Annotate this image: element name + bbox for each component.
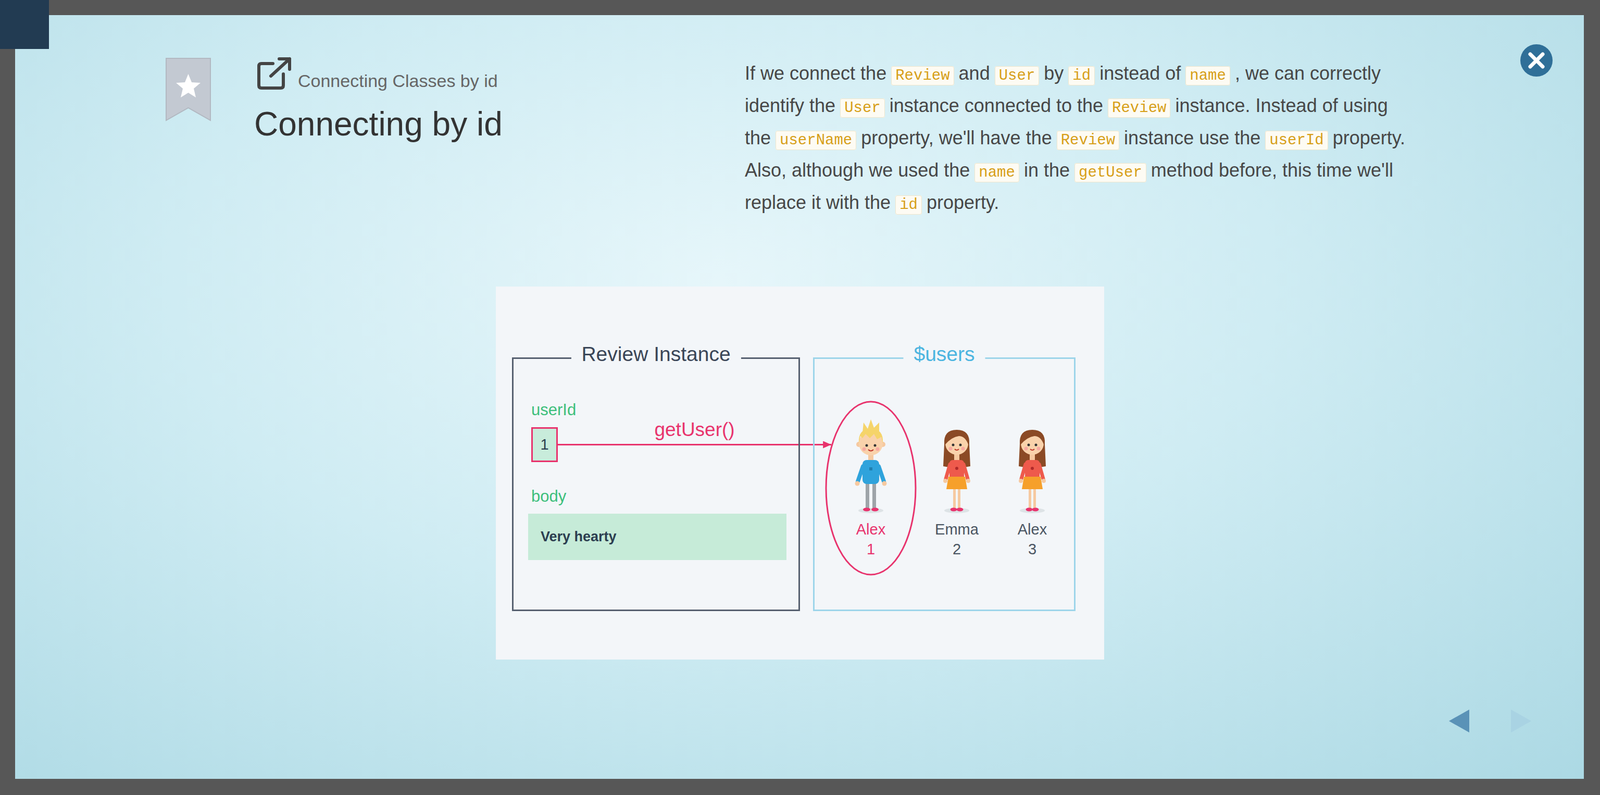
group-box: $usersAlex1Emma2Alex3 <box>813 357 1076 611</box>
inline-code: Review <box>1056 130 1120 150</box>
person-figure <box>1011 415 1054 515</box>
external-link-icon <box>258 58 290 89</box>
inline-code: name <box>1185 66 1231 86</box>
inline-code: User <box>840 98 885 118</box>
description-paragraph: If we connect theReviewandUserbyidinstea… <box>744 58 1433 220</box>
inline-code: Review <box>1107 98 1171 118</box>
prev-arrow <box>1448 709 1470 733</box>
inline-code: User <box>994 66 1040 86</box>
modal-frame <box>15 15 1584 779</box>
value-box: Very hearty <box>528 513 787 560</box>
person-card: Alex1 <box>825 400 917 576</box>
person-id: 2 <box>925 539 989 559</box>
person-figure <box>850 415 892 515</box>
description-text: If we connect the <box>744 62 887 84</box>
person-id: 1 <box>825 539 917 559</box>
description-text: instance connected to the <box>889 94 1104 117</box>
close-button <box>1520 44 1553 77</box>
bookmark-icon <box>166 58 211 121</box>
inline-code: Review <box>891 66 954 86</box>
inline-code: userName <box>775 130 857 150</box>
connector-label: getUser() <box>654 417 735 441</box>
person-id: 3 <box>1001 539 1064 559</box>
next-arrow <box>1510 709 1532 733</box>
field-box: bodyVery hearty <box>528 486 787 560</box>
person-name: Emma <box>925 519 989 540</box>
field-name: userId <box>531 400 577 420</box>
inline-code: id <box>1068 66 1095 86</box>
description-text: instead of <box>1099 62 1181 84</box>
corner-block <box>0 0 49 49</box>
inline-code: name <box>974 163 1020 183</box>
person-card: Emma2 <box>925 400 989 576</box>
person-name: Alex <box>825 519 917 540</box>
diagram-panel: Review Instance userId 1 bodyVery hearty $us… <box>495 286 1105 660</box>
person-name: Alex <box>1001 519 1064 540</box>
description-text: property, we'll have the <box>860 127 1052 149</box>
field-name: body <box>528 486 787 506</box>
description-text: in the <box>1023 159 1070 181</box>
person-figure <box>935 415 978 515</box>
description-text: and <box>958 62 991 84</box>
group-box: Review InstanceuserId1bodyVery hearty <box>511 357 800 611</box>
description-text: instance use the <box>1123 127 1261 149</box>
person-card: Alex3 <box>1001 400 1064 576</box>
subtitle: Connecting Classes by id <box>297 69 498 93</box>
field-box: userId 1 <box>531 400 577 462</box>
inline-code: getUser <box>1074 163 1147 183</box>
inline-code: id <box>895 195 922 215</box>
inline-code: userId <box>1265 130 1328 150</box>
description-text: property. <box>926 191 999 214</box>
connector-arrow <box>557 443 832 446</box>
description-text: by <box>1043 62 1064 84</box>
page-title: Connecting by id <box>254 103 503 145</box>
group-title: Review Instance <box>570 342 741 367</box>
value-box: 1 <box>531 427 558 462</box>
field-value: 1 <box>540 435 549 454</box>
group-title: $users <box>903 342 985 367</box>
field-value: Very hearty <box>540 528 617 545</box>
